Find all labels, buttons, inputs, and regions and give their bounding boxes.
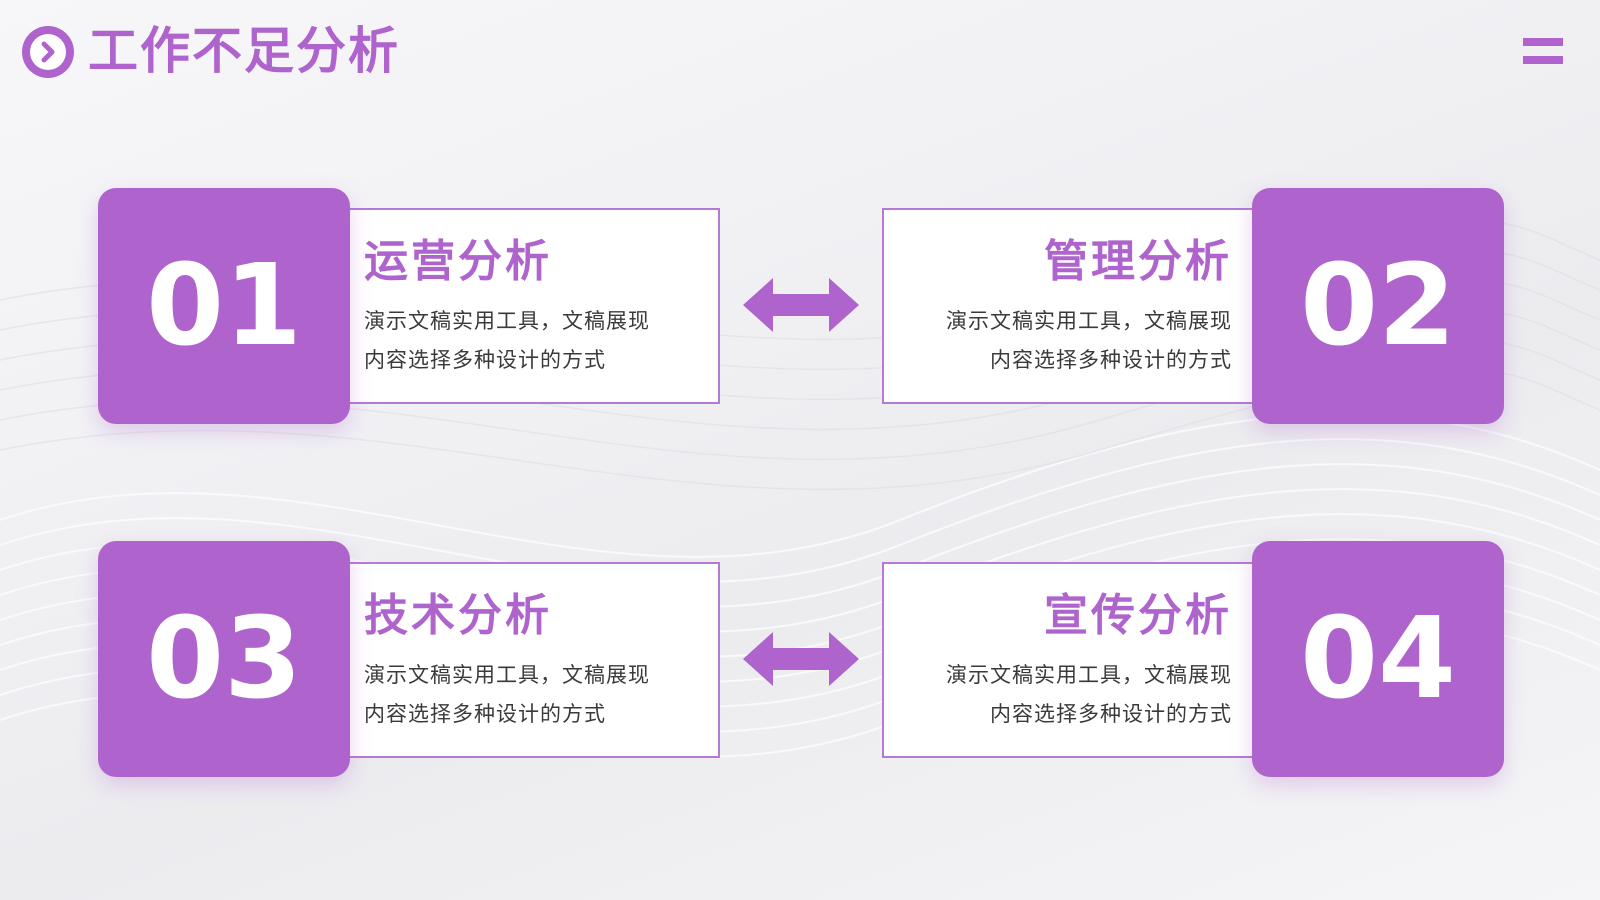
item-description: 演示文稿实用工具，文稿展现 内容选择多种设计的方式 xyxy=(364,663,650,726)
equals-menu-icon[interactable] xyxy=(1523,38,1563,66)
item-title: 管理分析 xyxy=(1044,236,1232,287)
item-card-04: 宣传分析 演示文稿实用工具，文稿展现 内容选择多种设计的方式 xyxy=(882,562,1272,758)
item-card-03: 技术分析 演示文稿实用工具，文稿展现 内容选择多种设计的方式 xyxy=(330,562,720,758)
item-card-02: 管理分析 演示文稿实用工具，文稿展现 内容选择多种设计的方式 xyxy=(882,208,1272,404)
item-description: 演示文稿实用工具，文稿展现 内容选择多种设计的方式 xyxy=(364,309,650,372)
item-description: 演示文稿实用工具，文稿展现 内容选择多种设计的方式 xyxy=(946,663,1232,726)
item-title: 运营分析 xyxy=(364,236,552,287)
chevron-right-circle-icon xyxy=(22,26,74,78)
page-title: 工作不足分析 xyxy=(88,22,400,80)
double-arrow-icon xyxy=(743,632,859,686)
item-title: 技术分析 xyxy=(364,590,552,641)
double-arrow-icon xyxy=(743,278,859,332)
item-number-02: 02 xyxy=(1252,188,1504,424)
item-number-03: 03 xyxy=(98,541,350,777)
item-number-04: 04 xyxy=(1252,541,1504,777)
item-description: 演示文稿实用工具，文稿展现 内容选择多种设计的方式 xyxy=(946,309,1232,372)
item-card-01: 运营分析 演示文稿实用工具，文稿展现 内容选择多种设计的方式 xyxy=(330,208,720,404)
item-title: 宣传分析 xyxy=(1044,590,1232,641)
item-number-01: 01 xyxy=(98,188,350,424)
